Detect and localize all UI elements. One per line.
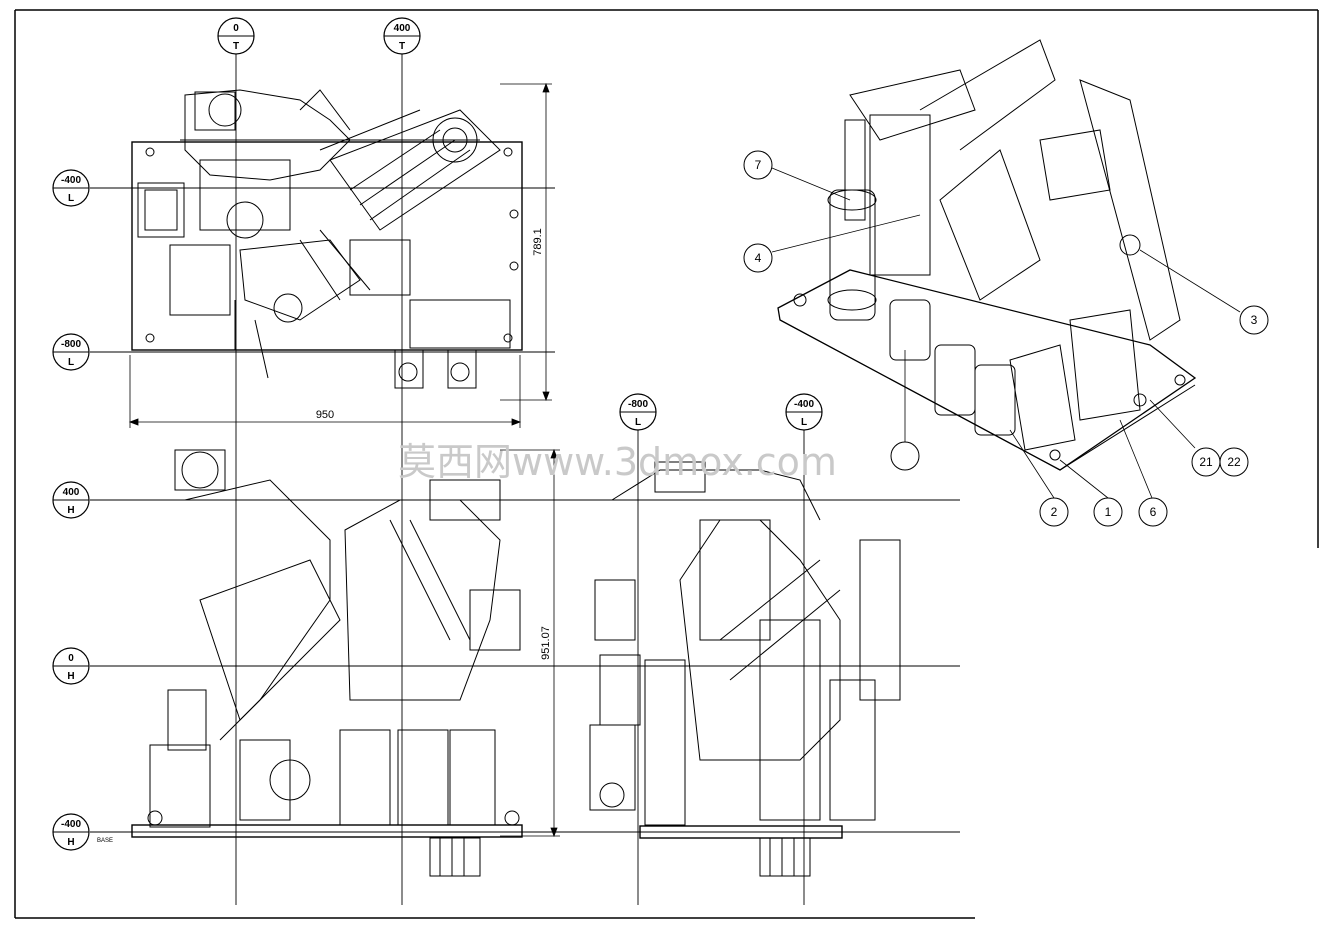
callout-bubble: 21 — [1191, 447, 1221, 477]
datum-value: -800 — [61, 339, 81, 350]
datum-bubble: -400 L — [785, 393, 823, 431]
dim-width: 950 — [316, 409, 334, 421]
datum-axis: L — [801, 417, 807, 428]
datum-bubble: 0 H — [52, 647, 90, 685]
callout-number: 3 — [1251, 313, 1258, 327]
datum-bubble: -400 H — [52, 813, 90, 851]
datum-value: 400 — [63, 487, 80, 498]
callout-number: 21 — [1199, 455, 1213, 469]
datum-axis: T — [233, 41, 239, 52]
isometric-view — [777, 39, 1197, 471]
callout-bubble: 6 — [1138, 497, 1168, 527]
callout-bubble-partial — [890, 441, 920, 471]
datum-value: 0 — [68, 653, 74, 664]
datum-bubble: -800 L — [52, 333, 90, 371]
datum-axis: H — [67, 505, 74, 516]
callout-number: 4 — [755, 251, 762, 265]
callout-bubble: 3 — [1239, 305, 1269, 335]
datum-lines — [90, 52, 960, 905]
datum-axis: H — [67, 671, 74, 682]
front-view — [131, 449, 523, 877]
datum-value: -800 — [628, 399, 648, 410]
callout-bubble: 2 — [1039, 497, 1069, 527]
callout-number: 2 — [1051, 505, 1058, 519]
sheet-border — [14, 9, 1319, 919]
datum-value: -400 — [61, 819, 81, 830]
callout-number: 1 — [1105, 505, 1112, 519]
datum-axis: L — [68, 193, 74, 204]
dim-height: 951.07 — [540, 626, 552, 660]
datum-value: -400 — [794, 399, 814, 410]
callout-leaders — [771, 167, 1241, 499]
callout-bubble: 22 — [1219, 447, 1249, 477]
side-view — [589, 461, 901, 877]
datum-bubble: -800 L — [619, 393, 657, 431]
callout-number: 7 — [755, 158, 762, 172]
callout-bubble: 1 — [1093, 497, 1123, 527]
datum-bubble: 400 T — [383, 17, 421, 55]
watermark: 莫西网www.3dmox.com — [398, 440, 837, 484]
datum-value: -400 — [61, 175, 81, 186]
datum-bubble: -400 L — [52, 169, 90, 207]
datum-bubble: 0 T — [217, 17, 255, 55]
datum-value: 400 — [394, 23, 411, 34]
top-view — [131, 89, 523, 389]
callout-bubble: 4 — [743, 243, 773, 273]
datum-axis: H — [67, 837, 74, 848]
datum-value: 0 — [233, 23, 239, 34]
callout-bubble: 7 — [743, 150, 773, 180]
dimensions — [128, 82, 560, 838]
datum-axis: T — [399, 41, 405, 52]
dim-depth: 789.1 — [532, 228, 544, 256]
datum-axis: L — [635, 417, 641, 428]
base-label: BASE — [97, 838, 113, 844]
callout-number: 22 — [1227, 455, 1241, 469]
datum-bubble: 400 H — [52, 481, 90, 519]
callout-number: 6 — [1150, 505, 1157, 519]
datum-axis: L — [68, 357, 74, 368]
